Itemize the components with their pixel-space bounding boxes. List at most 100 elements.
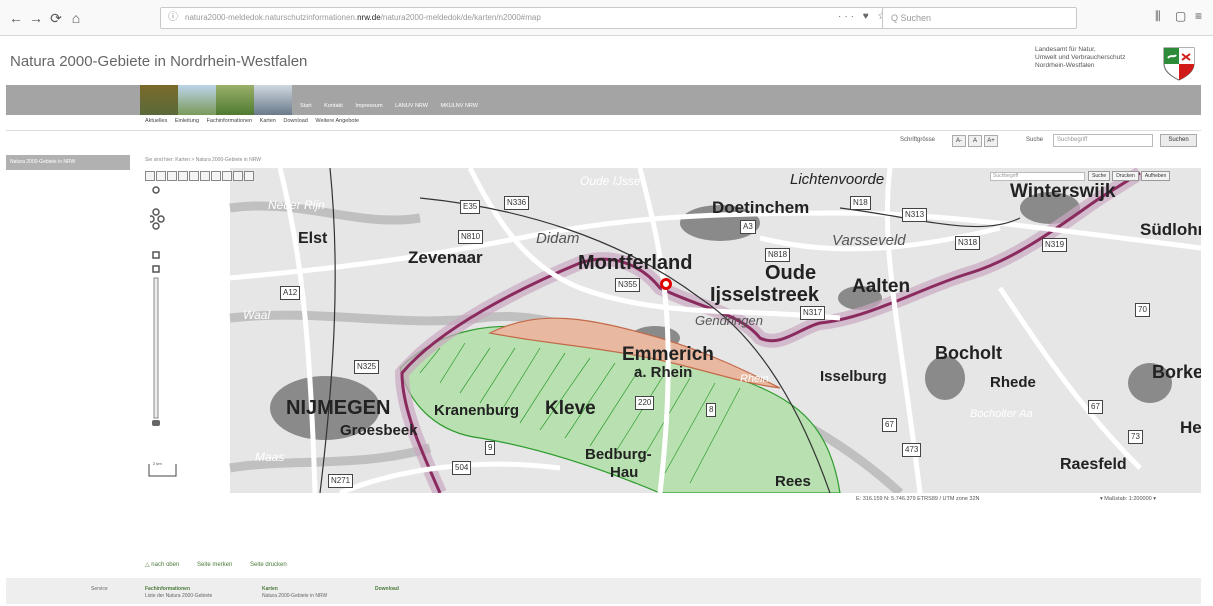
zoom-track[interactable] [153, 277, 159, 419]
back-to-top-link[interactable]: △ nach oben [145, 562, 180, 568]
road-tag: N313 [902, 208, 928, 222]
breadcrumb[interactable]: Sie sind hier: Karten > Natura 2000-Gebi… [145, 157, 261, 163]
map-label-gendringen: Gendringen [695, 313, 763, 328]
map-label-rees: Rees [775, 473, 811, 490]
map-tool-pan-icon[interactable] [145, 171, 155, 181]
footer-label: Service [91, 586, 108, 592]
print-link[interactable]: Seite drucken [250, 562, 287, 568]
header-photo [216, 85, 254, 115]
nrw-coat-of-arms-icon[interactable] [1162, 46, 1196, 82]
road-tag: A3 [740, 220, 756, 234]
map-canvas[interactable] [140, 168, 1201, 493]
header-photos [140, 85, 292, 115]
page-actions-icon[interactable]: ··· ♥ ☆ [838, 11, 890, 22]
road-tag: 504 [452, 461, 472, 475]
footer-link[interactable]: Liste der Natura 2000-Gebiete [145, 593, 213, 599]
map-toolbar [145, 171, 254, 181]
footer-col-fachinfo: Fachinformationen Liste der Natura 2000-… [145, 586, 212, 600]
map-label-winterswijk: Winterswijk [1010, 181, 1116, 202]
map-search-button[interactable]: Suche [1088, 171, 1111, 181]
overview-toggle-icon[interactable] [152, 186, 160, 194]
map-label-aalten: Aalten [852, 276, 911, 297]
footer-link[interactable]: Natura 2000-Gebiete in NRW [262, 593, 328, 599]
zoom-slider[interactable] [150, 180, 170, 440]
map-label-rijn: Rhein [740, 373, 769, 385]
roads [229, 168, 1201, 493]
map-tool-select-icon[interactable] [200, 171, 210, 181]
forward-icon[interactable]: → [29, 10, 43, 26]
nav-item[interactable]: Einleitung [174, 118, 200, 124]
scale-select[interactable]: ▾ Maßstab: 1:200000 ▾ [1100, 496, 1156, 502]
pan-control-icon[interactable] [150, 208, 165, 230]
sidebar-icon[interactable]: ▢ [1175, 9, 1187, 23]
search-button[interactable]: Suchen [1160, 134, 1197, 147]
map-label-zevenaar: Zevenaar [408, 248, 483, 267]
nav-item[interactable]: Weitere Angebote [315, 118, 360, 124]
nav-item[interactable]: Aktuelles [145, 118, 168, 124]
zoom-out-icon[interactable] [152, 420, 160, 426]
map-label-doetinchem: Doetinchem [712, 198, 810, 217]
search-input[interactable]: Suchbegriff [1053, 134, 1153, 147]
map-tool-legend-icon[interactable] [233, 171, 243, 181]
road-tag: N818 [765, 248, 791, 262]
font-smaller-button[interactable]: A- [952, 135, 966, 147]
map-label-montferland: Montferland [578, 252, 693, 274]
map-tool-measure-icon[interactable] [189, 171, 199, 181]
agency-line: Nordrhein-Westfalen [1035, 62, 1095, 69]
menu-icon[interactable]: ≡ [1195, 9, 1203, 23]
sidebar-item-natura2000[interactable]: Natura 2000-Gebiete in NRW [6, 155, 130, 170]
top-menu-item[interactable]: Kontakt [324, 103, 343, 109]
map-label-groesbeek: Groesbeek [340, 422, 418, 439]
map-print-button[interactable]: Drucken [1112, 171, 1139, 181]
zoom-level-icon[interactable] [152, 265, 160, 273]
reload-icon[interactable]: ⟳ [50, 10, 62, 26]
site-info-icon[interactable]: ⓘ [168, 12, 178, 23]
road-tag: N355 [615, 278, 641, 292]
map-tool-zoom-in-icon[interactable] [156, 171, 166, 181]
road-tag: N336 [504, 196, 530, 210]
font-larger-button[interactable]: A+ [984, 135, 998, 147]
map-tool-reset-icon[interactable] [244, 171, 254, 181]
map-label-elst: Elst [298, 230, 328, 247]
map-label-hau: Hau [610, 464, 639, 481]
top-menu-item[interactable]: LANUV NRW [395, 103, 428, 109]
top-menu-item[interactable]: Impressum [355, 103, 383, 109]
agency-name[interactable]: Landesamt für Natur, Umwelt und Verbrauc… [1035, 46, 1155, 70]
browser-search-input[interactable]: Q Suchen [882, 7, 1077, 29]
location-marker-icon[interactable] [660, 278, 672, 290]
font-normal-button[interactable]: A [968, 135, 982, 147]
map-tool-layers-icon[interactable] [222, 171, 232, 181]
map-label-didam: Didam [536, 230, 580, 247]
map-tool-info-icon[interactable] [178, 171, 188, 181]
back-icon[interactable]: ← [9, 10, 23, 26]
nav-item[interactable]: Download [283, 118, 308, 124]
footer: Service Fachinformationen Liste der Natu… [6, 578, 1201, 604]
map-tool-print-icon[interactable] [211, 171, 221, 181]
map-label-raesfeld: Raesfeld [1060, 456, 1127, 473]
library-icon[interactable]: ⫼ [1155, 9, 1161, 23]
map-search-input[interactable]: Suchbegriff [990, 172, 1085, 181]
nav-item[interactable]: Karten [259, 118, 276, 124]
bookmark-link[interactable]: Seite merken [196, 562, 233, 568]
header-photo [178, 85, 216, 115]
top-menu-item[interactable]: MKULNV NRW [440, 103, 479, 109]
footer-col-title[interactable]: Fachinformationen [145, 586, 191, 592]
zoom-in-icon[interactable] [152, 251, 160, 259]
map-clear-button[interactable]: Aufheben [1140, 171, 1171, 181]
map-label-ijsselstreek: Ijsselstreek [710, 284, 819, 306]
footer-col-title[interactable]: Download [375, 586, 399, 592]
address-bar[interactable]: ⓘ natura2000-meldedok.naturschutzinforma… [160, 7, 900, 29]
top-menu-item[interactable]: Start [300, 103, 312, 109]
page-actions: △ nach oben Seite merken Seite drucken [145, 561, 303, 568]
top-menu: Start Kontakt Impressum LANUV NRW MKULNV… [300, 103, 489, 109]
home-icon[interactable]: ⌂ [71, 10, 81, 26]
map-label-varsseveld: Varsseveld [832, 232, 906, 249]
map-viewer[interactable]: Lichtenvoorde Winterswijk Doetinchem Süd… [140, 168, 1201, 493]
nav-item[interactable]: Fachinformationen [206, 118, 253, 124]
natura2000-area-vsg[interactable] [488, 317, 781, 389]
map-label-emmerich: Emmerich [622, 344, 714, 365]
map-tool-zoom-out-icon[interactable] [167, 171, 177, 181]
coordinate-readout: E: 316.159 N: 5.746.379 ETRS89 / UTM zon… [856, 496, 980, 502]
road-tag: 70 [1135, 303, 1150, 317]
footer-col-title[interactable]: Karten [262, 586, 278, 592]
